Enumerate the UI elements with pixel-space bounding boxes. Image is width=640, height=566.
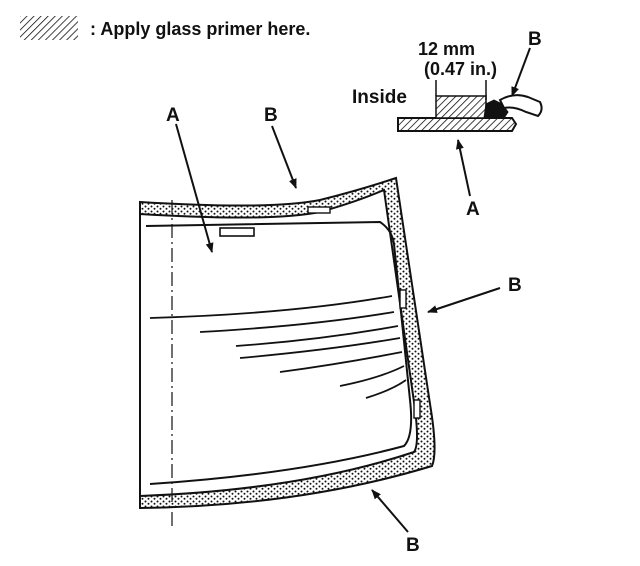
- windshield-glass-outline: [145, 220, 413, 485]
- windshield: [139, 123, 501, 533]
- main-label-b-right: B: [508, 275, 522, 296]
- inset-label-b: B: [528, 29, 542, 50]
- hatched-swatch-icon: [20, 16, 78, 40]
- arrow-b-right: [427, 287, 501, 313]
- inset-arrow-a: [455, 139, 471, 197]
- windshield-primer-band: [139, 176, 436, 510]
- dimension-in-label: (0.47 in.): [424, 59, 498, 79]
- inset-glass-plate: [397, 117, 518, 132]
- arrow-b-bottom: [371, 489, 409, 533]
- inset-cross-section: [397, 47, 543, 197]
- inset-primer-zone: [435, 95, 487, 119]
- inset-label-a: A: [466, 199, 480, 220]
- top-clip-tab: [307, 206, 331, 214]
- main-label-b-top: B: [264, 105, 278, 126]
- legend-caption: : Apply glass primer here.: [90, 19, 311, 39]
- shade-band-lines: [149, 295, 407, 399]
- main-label-b-bottom: B: [406, 535, 420, 556]
- side-clip-lower: [413, 399, 421, 419]
- side-clip-upper: [399, 289, 407, 309]
- inset-arrow-b: [511, 47, 531, 97]
- main-label-a: A: [166, 105, 180, 126]
- inside-label: Inside: [352, 87, 407, 108]
- mirror-mount-tab: [219, 227, 255, 237]
- arrow-b-top: [271, 125, 297, 189]
- arrow-a-main: [175, 123, 214, 253]
- dimension-mm-label: 12 mm: [418, 39, 476, 59]
